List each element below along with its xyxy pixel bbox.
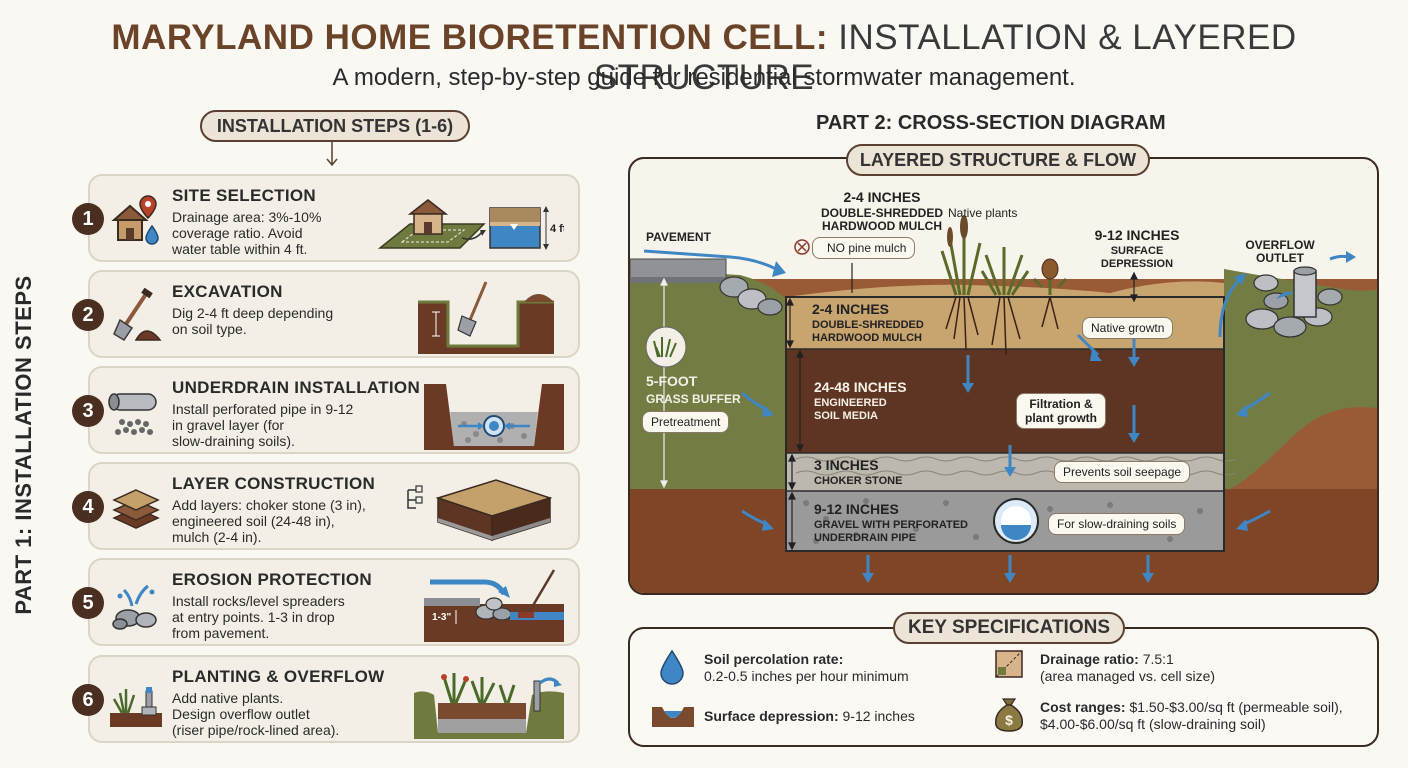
ratio-note: (area managed vs. cell size) — [1040, 668, 1216, 684]
planting-overflow-illustration — [414, 673, 564, 739]
step-number-6: 6 — [72, 684, 104, 716]
choker-name: CHOKER STONE — [814, 475, 903, 487]
step-card-3: UNDERDRAIN INSTALLATION Install perforat… — [88, 366, 580, 454]
cost-label: Cost ranges: — [1040, 699, 1126, 715]
step-card-5: EROSION PROTECTION Install rocks/level s… — [88, 558, 580, 646]
step-number-4: 4 — [72, 491, 104, 523]
key-specs-panel: Soil percolation rate: 0.2-0.5 inches pe… — [628, 627, 1379, 747]
slow-drain-tag: For slow-draining soils — [1048, 513, 1186, 535]
rocks-splash-icon — [112, 584, 157, 630]
down-arrow-icon — [326, 142, 338, 167]
buffer-name: GRASS BUFFER — [646, 392, 741, 406]
seepage-tag: Prevents soil seepage — [1054, 461, 1191, 483]
money-bag-icon: $ — [994, 698, 1024, 732]
plant-overflow-icon — [110, 687, 162, 727]
step-card-4: LAYER CONSTRUCTION Add layers: choker st… — [88, 462, 580, 550]
step-desc-6: Add native plants. Design overflow outle… — [172, 690, 340, 738]
installation-steps-pill: INSTALLATION STEPS (1-6) — [200, 110, 470, 142]
filtration-tag: Filtration & plant growth — [1016, 393, 1106, 429]
step-number-2: 2 — [72, 299, 104, 331]
step-card-1: SITE SELECTION Drainage area: 3%-10% cov… — [88, 174, 580, 262]
depression-spec: Surface depression: 9-12 inches — [704, 708, 915, 725]
step1-art-label: 4 ft — [550, 223, 564, 235]
gravel-name: GRAVEL WITH PERFORATED UNDERDRAIN PIPE — [814, 519, 968, 544]
depression-value: 9-12 inches — [842, 708, 915, 724]
excavation-illustration — [418, 281, 554, 354]
pavement-label: PAVEMENT — [646, 230, 711, 244]
surface-name: SURFACE DEPRESSION — [1100, 245, 1174, 270]
overflow-outlet-label: OVERFLOW OUTLET — [1245, 238, 1315, 265]
layer-construction-illustration — [407, 479, 553, 542]
buffer-depth: 5-FOOT — [646, 373, 698, 389]
page-subtitle: A modern, step-by-step guide for residen… — [332, 64, 1076, 91]
step-desc-4: Add layers: choker stone (3 in), enginee… — [172, 497, 366, 545]
part2-title: PART 2: CROSS-SECTION DIAGRAM — [816, 112, 1166, 134]
top-mulch-depth: 2-4 INCHES — [843, 189, 921, 205]
part1-side-label: PART 1: INSTALLATION STEPS — [11, 275, 36, 615]
key-specs-pill: KEY SPECIFICATIONS — [893, 612, 1125, 644]
shovel-icon — [113, 287, 162, 342]
layers-icon — [112, 489, 160, 529]
ratio-spec: Drainage ratio: 7.5:1 (area managed vs. … — [1040, 651, 1215, 685]
drainage-ratio-icon — [995, 650, 1023, 678]
step-card-2: EXCAVATION Dig 2-4 ft deep depending on … — [88, 270, 580, 358]
mulch-depth: 2-4 INCHES — [812, 301, 890, 317]
step-number-1: 1 — [72, 203, 104, 235]
gravel-depth: 9-12 INCHES — [814, 501, 899, 517]
soil-depth: 24-48 INCHES — [814, 379, 907, 395]
surface-depth: 9-12 INCHES — [1094, 227, 1180, 243]
step-number-3: 3 — [72, 395, 104, 427]
erosion-protection-illustration: 1-3" — [424, 569, 564, 642]
perforated-pipe-icon — [108, 393, 157, 435]
depression-label: Surface depression: — [704, 708, 839, 724]
surface-depression-icon — [652, 707, 694, 727]
step5-art-label: 1-3" — [432, 612, 451, 623]
step-title-3: UNDERDRAIN INSTALLATION — [172, 378, 421, 397]
percolation-value: 0.2-0.5 inches per hour minimum — [704, 668, 909, 684]
soil-name: ENGINEERED SOIL MEDIA — [814, 397, 887, 422]
water-drop-icon — [660, 649, 684, 685]
step-title-4: LAYER CONSTRUCTION — [172, 474, 376, 493]
step-card-6: PLANTING & OVERFLOW Add native plants. D… — [88, 655, 580, 743]
step-title-6: PLANTING & OVERFLOW — [172, 667, 385, 686]
cross-section-graphic — [630, 215, 1377, 593]
underdrain-illustration — [424, 384, 564, 450]
mulch-name: DOUBLE-SHREDDED HARDWOOD MULCH — [812, 319, 924, 344]
title-bold: MARYLAND HOME BIORETENTION CELL: — [111, 18, 829, 57]
native-growth-tag: Native growtn — [1082, 317, 1174, 339]
layered-structure-pill: LAYERED STRUCTURE & FLOW — [846, 144, 1150, 176]
step-title-5: EROSION PROTECTION — [172, 570, 372, 589]
site-selection-illustration: 4 ft — [377, 199, 564, 250]
ratio-value: 7.5:1 — [1142, 651, 1174, 667]
step-desc-5: Install rocks/level spreaders at entry p… — [172, 593, 345, 641]
percolation-label: Soil percolation rate: — [704, 651, 844, 667]
no-pine-tag: NO pine mulch — [812, 237, 916, 259]
step-title-2: EXCAVATION — [172, 282, 283, 301]
cost-spec: Cost ranges: $1.50-$3.00/sq ft (permeabl… — [1040, 699, 1343, 733]
step-desc-1: Drainage area: 3%-10% coverage ratio. Av… — [172, 209, 322, 257]
cost-value: $1.50-$3.00/sq ft (permeable soil), $4.0… — [1040, 699, 1343, 732]
pretreatment-tag: Pretreatment — [642, 411, 730, 433]
step-number-5: 5 — [72, 587, 104, 619]
svg-text:$: $ — [1005, 712, 1013, 728]
ratio-label: Drainage ratio: — [1040, 651, 1139, 667]
percolation-spec: Soil percolation rate: 0.2-0.5 inches pe… — [704, 651, 909, 685]
house-location-icon — [111, 195, 159, 245]
choker-depth: 3 INCHES — [814, 457, 879, 473]
page-title: MARYLAND HOME BIORETENTION CELL: INSTALL… — [0, 18, 1408, 98]
step-desc-3: Install perforated pipe in 9-12 in grave… — [172, 401, 354, 449]
title-rest: INSTALLATION & LAYERED STRUCTURE — [593, 18, 1297, 97]
cross-section-diagram: PAVEMENT 2-4 INCHES DOUBLE-SHREDDED HARD… — [628, 157, 1379, 595]
native-plants-label: Native plants — [948, 206, 1018, 220]
step-title-1: SITE SELECTION — [172, 186, 316, 205]
step-desc-2: Dig 2-4 ft deep depending on soil type. — [172, 305, 334, 337]
top-mulch-name: DOUBLE-SHREDDED HARDWOOD MULCH — [820, 206, 943, 233]
